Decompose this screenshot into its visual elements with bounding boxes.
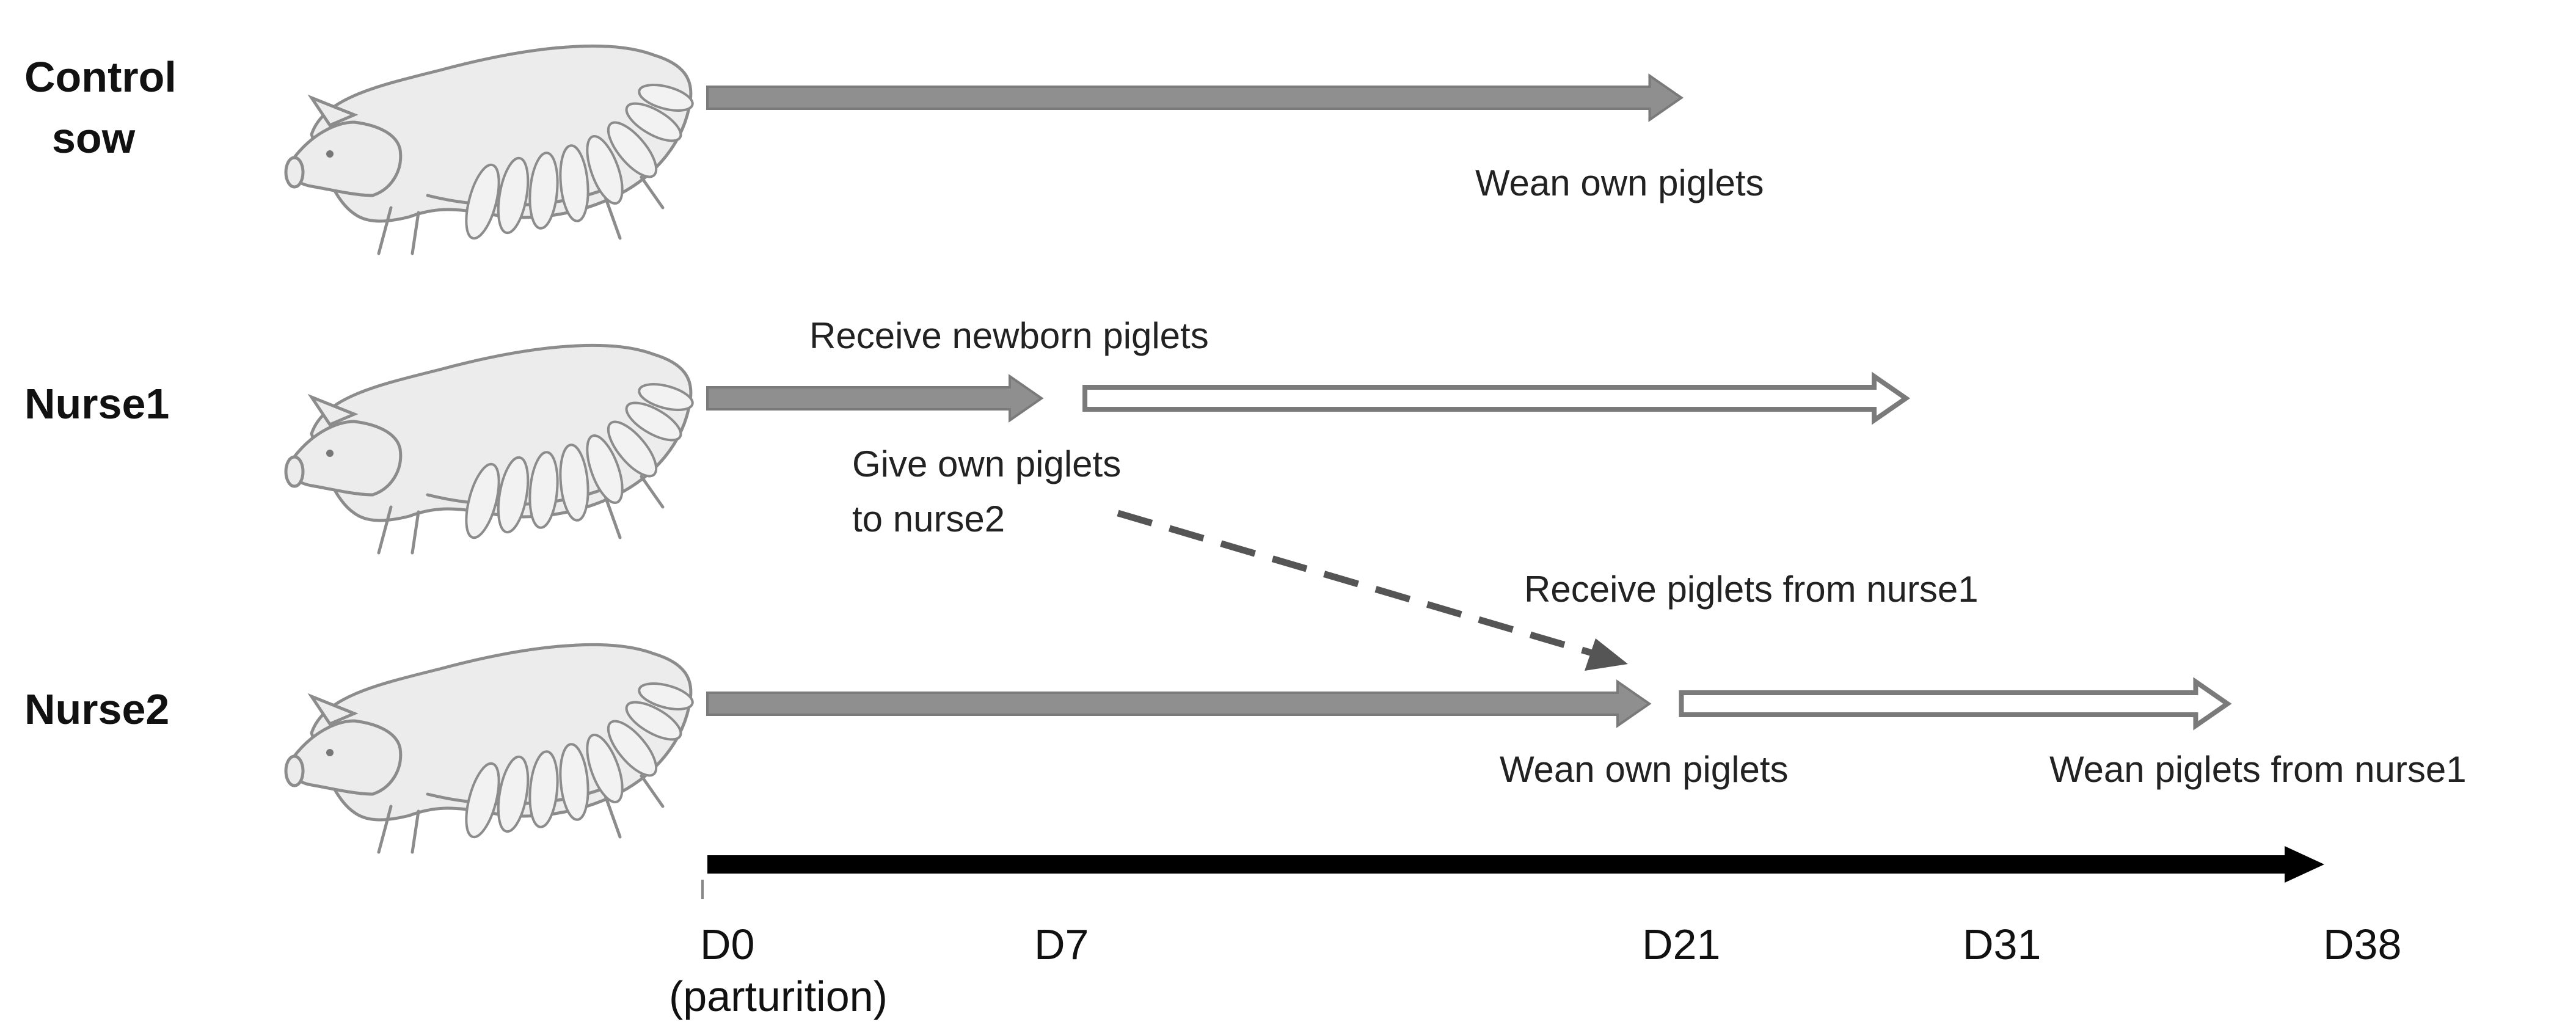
- nurse2-wean-from-nurse1-note: Wean piglets from nurse1: [2049, 749, 2467, 790]
- sow-with-piglets-icon-nurse2: [286, 644, 695, 852]
- nurse2-receive-note: Receive piglets from nurse1: [1524, 569, 1979, 610]
- timeline-arrowhead-icon: [2285, 846, 2324, 883]
- period-arrow-control-0: [706, 73, 1684, 122]
- nurse2-wean-own-note: Wean own piglets: [1500, 749, 1789, 790]
- row-label-nurse1: Nurse1: [24, 380, 169, 428]
- period-arrow-nurse1-1: [706, 374, 1044, 423]
- timeline-tick-d31: D31: [1963, 921, 2041, 968]
- timeline-tick-d0: D0: [700, 921, 754, 968]
- dashed-transfer-arrowhead-icon: [1585, 638, 1628, 671]
- timeline-d0-note: (parturition): [669, 973, 888, 1020]
- control-wean-note: Wean own piglets: [1475, 162, 1764, 203]
- row-label-nurse2: Nurse2: [24, 685, 169, 733]
- nurse1-receive-note: Receive newborn piglets: [809, 315, 1209, 356]
- period-arrow-nurse1-2: [1082, 371, 1911, 425]
- dashed-transfer-arrow-icon: [1117, 509, 1596, 657]
- period-arrow-nurse2-3: [706, 679, 1652, 728]
- sow-with-piglets-icon-nurse1: [286, 345, 695, 553]
- timeline-tick-d21: D21: [1642, 921, 1720, 968]
- nurse1-give-note-line1: Give own piglets: [852, 443, 1121, 484]
- timeline-tick-d7: D7: [1034, 921, 1089, 968]
- row-label-control-line1: Control: [24, 53, 177, 101]
- row-label-control-line2: sow: [52, 114, 136, 162]
- timeline-tick-labels: D0 D7 D21 D31 D38: [700, 921, 2401, 968]
- period-arrows: [706, 73, 2232, 731]
- sow-with-piglets-icon-control: [286, 46, 695, 254]
- timeline-axis: [701, 846, 2324, 899]
- timeline-tick-d38: D38: [2323, 921, 2401, 968]
- nurse1-give-note-line2: to nurse2: [852, 498, 1005, 539]
- period-arrow-nurse2-4: [1679, 677, 2232, 731]
